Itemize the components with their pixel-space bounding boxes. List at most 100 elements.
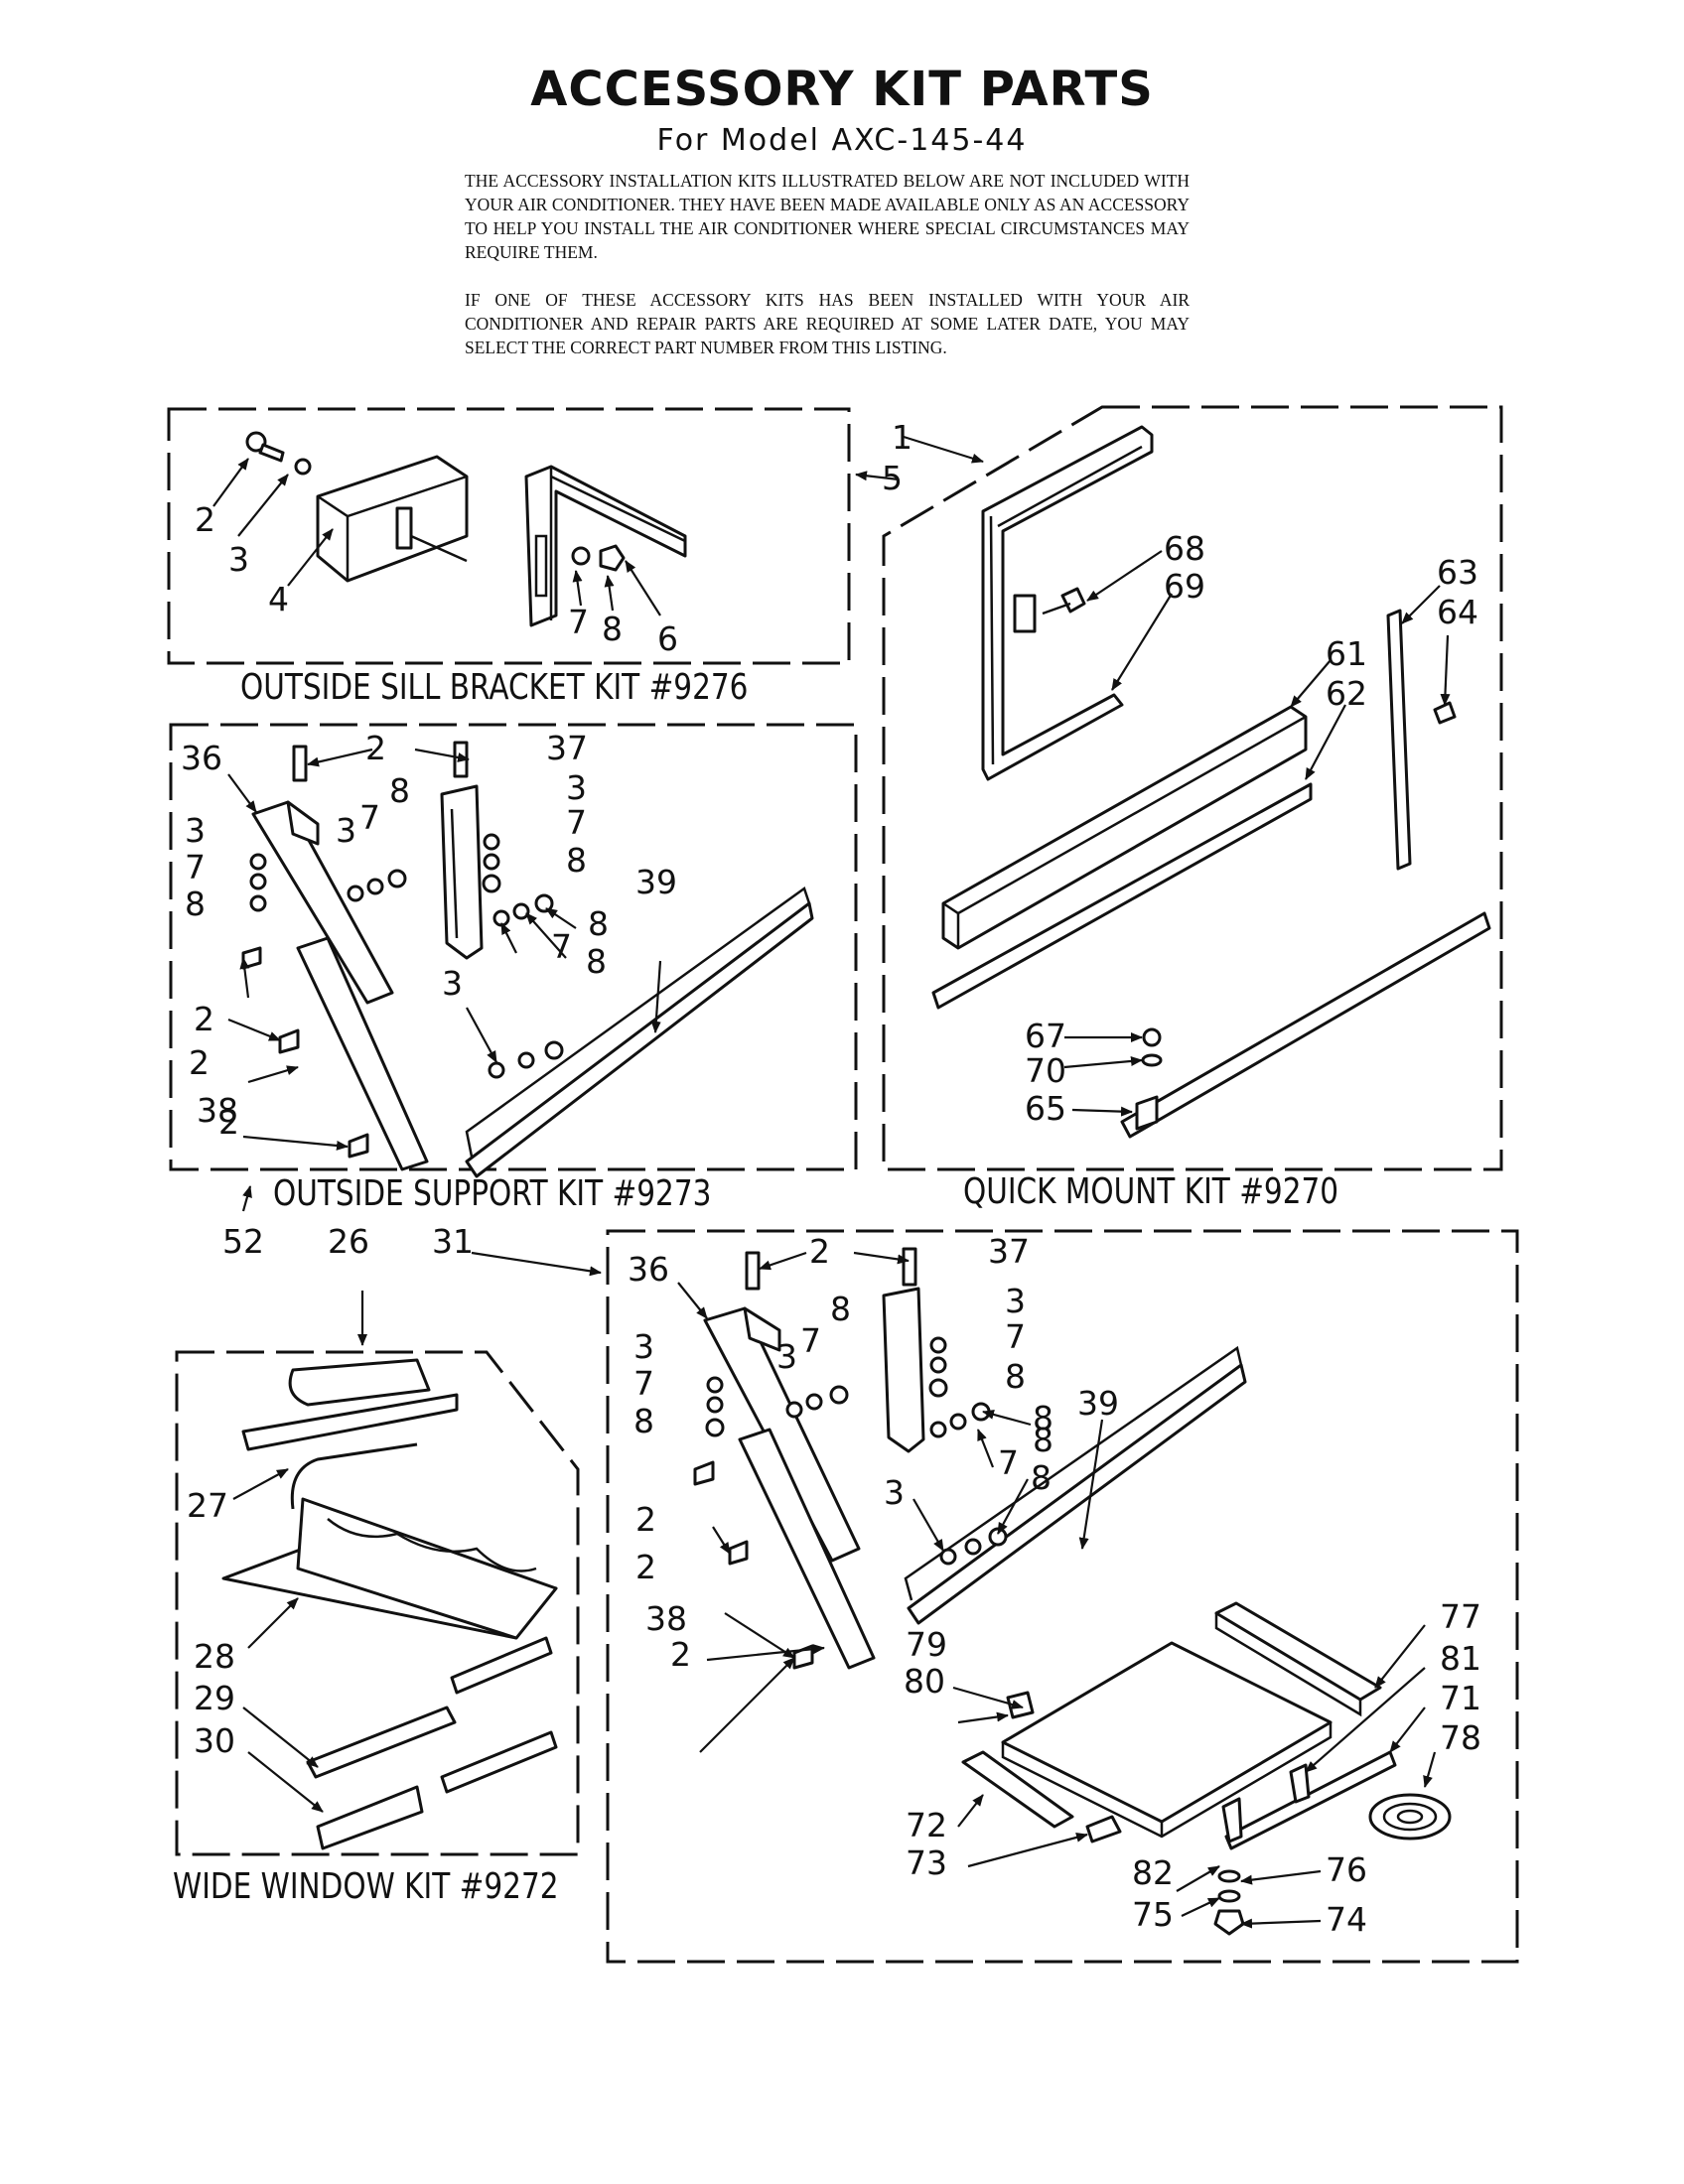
callout: 65 xyxy=(1025,1089,1066,1128)
callout: 64 xyxy=(1437,593,1478,631)
callout: 68 xyxy=(1164,529,1205,568)
page-title: ACCESSORY KIT PARTS xyxy=(530,62,1154,117)
quick-mount-art xyxy=(931,425,1491,1139)
callout: 7 xyxy=(1005,1317,1026,1356)
callout: 2 xyxy=(670,1635,691,1674)
kit-title-sill-bracket: OUTSIDE SILL BRACKET KIT #9276 xyxy=(240,667,749,708)
callout: 8 xyxy=(1031,1458,1052,1497)
callout: 61 xyxy=(1326,634,1367,673)
callout: 3 xyxy=(776,1337,797,1376)
callout: 8 xyxy=(586,942,607,981)
callout: 77 xyxy=(1440,1597,1481,1636)
callout: 8 xyxy=(602,610,623,648)
repair-paragraph: IF ONE OF THESE ACCESSORY KITS HAS BEEN … xyxy=(465,290,1190,357)
callout: 3 xyxy=(442,964,463,1003)
callout: 4 xyxy=(268,580,289,618)
sill-bracket-art xyxy=(245,431,687,627)
callout: 39 xyxy=(635,863,677,901)
callout: 7 xyxy=(359,798,380,837)
kit-title-quick-mount: QUICK MOUNT KIT #9270 xyxy=(963,1171,1339,1212)
callout: 7 xyxy=(566,803,587,842)
box-sill-bracket xyxy=(167,407,851,665)
model-subtitle: For Model AXC-145-44 xyxy=(656,123,1028,158)
callout: 37 xyxy=(546,729,588,767)
intro-paragraph: THE ACCESSORY INSTALLATION KITS ILLUSTRA… xyxy=(465,171,1190,262)
callout: 3 xyxy=(566,768,587,807)
callout: 82 xyxy=(1132,1853,1174,1892)
callout: 3 xyxy=(336,811,356,850)
callout: 39 xyxy=(1077,1384,1119,1423)
callout: 30 xyxy=(194,1721,235,1760)
callout: 52 xyxy=(222,1222,264,1261)
callout: 8 xyxy=(588,904,609,943)
callout: 81 xyxy=(1440,1639,1481,1678)
callout: 5 xyxy=(882,459,903,497)
callout: 36 xyxy=(181,739,222,777)
callout: 71 xyxy=(1440,1679,1481,1717)
callout: 72 xyxy=(906,1806,947,1844)
callout: 26 xyxy=(328,1222,369,1261)
callout: 8 xyxy=(1033,1399,1053,1437)
callout: 2 xyxy=(189,1043,210,1082)
callout-labels: 2 3 4 7 8 6 5 1 68 69 63 64 61 62 67 70 … xyxy=(181,418,1481,1939)
callout: 8 xyxy=(633,1402,654,1440)
callout: 78 xyxy=(1440,1718,1481,1757)
callout: 63 xyxy=(1437,553,1478,592)
wide-window-art xyxy=(221,1358,558,1850)
callout: 36 xyxy=(628,1250,669,1289)
kit-title-outside-support: OUTSIDE SUPPORT KIT #9273 xyxy=(273,1173,712,1214)
callout: 3 xyxy=(884,1473,905,1512)
callout: 8 xyxy=(185,885,206,923)
callout: 8 xyxy=(1033,1421,1053,1459)
kit-title-wide-window: WIDE WINDOW KIT #9272 xyxy=(173,1866,559,1907)
callout: 38 xyxy=(645,1599,687,1638)
callout: 1 xyxy=(892,418,912,457)
callout: 7 xyxy=(800,1321,821,1360)
callout: 6 xyxy=(657,619,678,658)
combo-kit-art xyxy=(693,1247,1452,1936)
callout: 3 xyxy=(228,540,249,579)
callout: 2 xyxy=(365,729,386,767)
callout: 8 xyxy=(830,1290,851,1328)
callout: 37 xyxy=(988,1232,1030,1271)
callout: 3 xyxy=(633,1327,654,1366)
callout: 27 xyxy=(187,1486,228,1525)
callout: 8 xyxy=(389,771,410,810)
callout: 79 xyxy=(906,1625,947,1664)
callout: 70 xyxy=(1025,1051,1066,1090)
callout: 67 xyxy=(1025,1017,1066,1055)
callout: 2 xyxy=(635,1548,656,1586)
callout: 2 xyxy=(635,1500,656,1539)
callout: 31 xyxy=(432,1222,474,1261)
callout: 62 xyxy=(1326,674,1367,713)
callout: 2 xyxy=(195,500,215,539)
outside-support-art xyxy=(241,741,814,1178)
callout: 7 xyxy=(185,848,206,887)
leader-arrows xyxy=(212,435,1451,1929)
callout: 8 xyxy=(566,841,587,880)
callout: 73 xyxy=(906,1843,947,1882)
callout: 7 xyxy=(551,927,572,966)
callout: 75 xyxy=(1132,1895,1174,1934)
box-combo-kit xyxy=(606,1229,1519,1964)
callout: 76 xyxy=(1326,1850,1367,1889)
callout: 8 xyxy=(1005,1357,1026,1396)
callout: 3 xyxy=(1005,1282,1026,1320)
callout: 28 xyxy=(194,1637,235,1676)
callout: 3 xyxy=(185,811,206,850)
callout: 2 xyxy=(809,1232,830,1271)
box-outside-support xyxy=(169,723,858,1171)
callout: 7 xyxy=(633,1364,654,1403)
callout: 2 xyxy=(218,1103,239,1142)
box-wide-window xyxy=(175,1350,580,1856)
callout: 7 xyxy=(568,603,589,641)
callout: 69 xyxy=(1164,567,1205,606)
callout: 38 xyxy=(197,1091,238,1130)
callout: 7 xyxy=(998,1443,1019,1482)
callout: 80 xyxy=(904,1662,945,1701)
callout: 29 xyxy=(194,1679,235,1717)
callout: 74 xyxy=(1326,1900,1367,1939)
callout: 2 xyxy=(194,1000,214,1038)
